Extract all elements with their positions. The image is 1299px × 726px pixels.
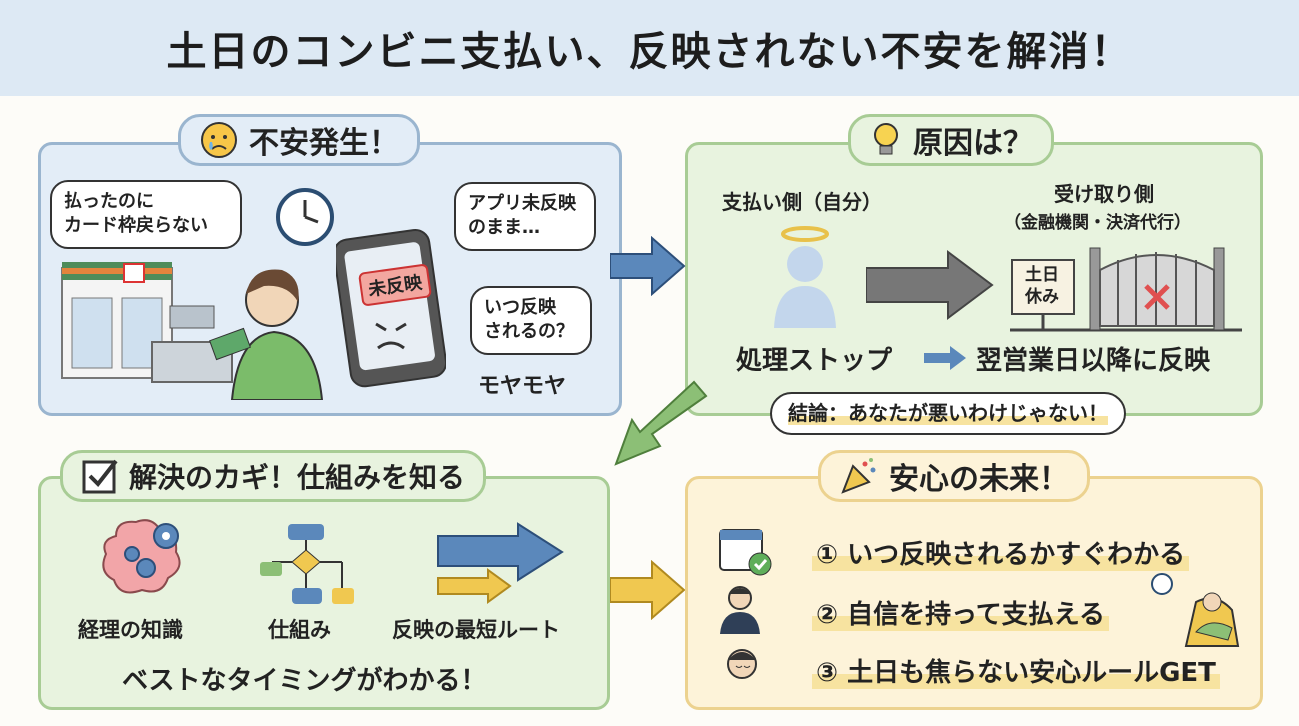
moyamoya-label: モヤモヤ — [478, 374, 567, 399]
future-item-2: ② 自信を持って支払える — [812, 594, 1109, 631]
future-heading: 安心の未来！ — [889, 462, 1069, 497]
solution-item-knowledge: 経理の知識 — [78, 618, 183, 642]
closed-gate-icon — [1010, 247, 1242, 332]
payer-label: 支払い側（自分） — [722, 190, 882, 214]
brain-gears-icon — [102, 519, 181, 594]
solution-heading: 解決のカギ！仕組みを知る — [129, 461, 466, 494]
convenience-store-illustration — [61, 262, 324, 400]
shortest-route-arrows-icon — [437, 522, 564, 604]
speech-bubble-card-limit: 払ったのに カード枠戻らない — [50, 180, 242, 249]
holiday-sign-text: 土日 休み — [1025, 265, 1059, 308]
solution-footer: ベストなタイミングがわかる！ — [122, 666, 487, 696]
conclusion-text: 結論：あなたが悪いわけじゃない！ — [788, 401, 1108, 425]
receiver-sublabel: （金融機関・決済代行） — [1004, 213, 1191, 233]
anxiety-heading-tab: 不安発生！ — [178, 114, 420, 166]
future-heading-tab: 安心の未来！ — [818, 450, 1090, 502]
solution-item-mechanism: 仕組み — [268, 618, 331, 642]
next-arrow-icon — [924, 346, 966, 370]
clock-icon — [276, 188, 334, 246]
solution-heading-tab: 解決のカギ！仕組みを知る — [60, 450, 487, 502]
calendar-check-icon — [719, 529, 772, 576]
arrow-cause-to-solution — [614, 380, 708, 466]
party-popper-icon — [841, 458, 876, 494]
confident-person-icon — [720, 586, 760, 634]
cause-heading-tab: 原因は？ — [848, 114, 1054, 166]
speech-bubble-when: いつ反映 されるの？ — [470, 286, 592, 355]
reflect-next-day-label: 翌営業日以降に反映 — [976, 346, 1211, 376]
future-item-3: ③ 土日も焦らない安心ルールGET — [812, 652, 1220, 689]
relaxed-person-icon — [727, 649, 757, 679]
smartphone-illustration — [336, 228, 446, 388]
checkbox-icon — [82, 459, 118, 494]
page-title: 土日のコンビニ支払い、反映されない不安を解消！ — [166, 29, 1133, 75]
process-arrow-icon — [866, 250, 994, 320]
future-item-1: ① いつ反映されるかすぐわかる — [812, 534, 1190, 571]
title-banner: 土日のコンビニ支払い、反映されない不安を解消！ — [0, 0, 1299, 96]
anxiety-heading: 不安発生！ — [249, 126, 399, 161]
speech-bubble-app: アプリ未反映 のまま… — [454, 182, 596, 251]
lightbulb-icon — [874, 123, 898, 155]
person-with-halo-icon — [774, 226, 836, 328]
arrow-solution-to-future — [610, 560, 686, 620]
solution-item-route: 反映の最短ルート — [392, 618, 560, 642]
arrow-anxiety-to-cause — [610, 236, 686, 296]
cause-heading: 原因は？ — [913, 126, 1033, 161]
process-stop-label: 処理ストップ — [736, 346, 893, 376]
sad-face-icon — [201, 122, 237, 158]
relaxing-in-chair-icon — [1151, 573, 1240, 647]
receiver-label: 受け取り側 — [1054, 182, 1154, 206]
flowchart-icon — [260, 524, 354, 604]
conclusion-bubble: 結論：あなたが悪いわけじゃない！ — [770, 392, 1126, 435]
